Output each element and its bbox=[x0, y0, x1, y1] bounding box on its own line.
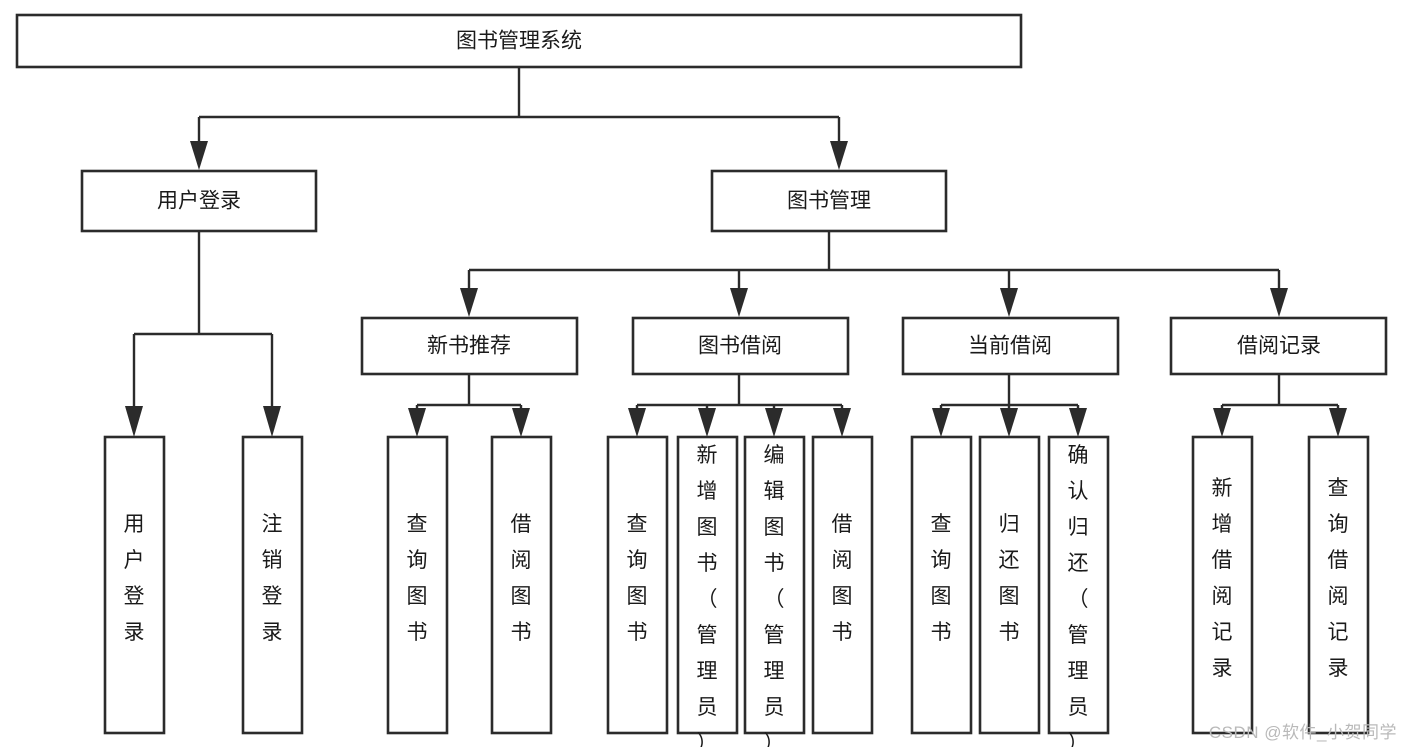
connector-layer bbox=[125, 67, 1347, 437]
arrow-head-borrow-record bbox=[1270, 288, 1288, 317]
node-leaf-user-login[interactable]: 用户登录 bbox=[103, 435, 166, 735]
connector-borrow-record-to-leaves bbox=[1220, 375, 1340, 412]
node-leaf-return-book-label: 归还图书 bbox=[999, 513, 1020, 644]
node-leaf-query-book-1[interactable]: 查询图书 bbox=[386, 435, 449, 735]
connector-book-manage-to-level3 bbox=[467, 232, 1281, 292]
node-book-borrow[interactable]: 图书借阅 bbox=[631, 316, 850, 376]
connector-root-to-level2 bbox=[197, 67, 841, 145]
node-leaf-edit-book-box bbox=[743, 435, 806, 735]
node-leaf-query-book-1-label: 查询图书 bbox=[407, 513, 428, 644]
arrow-head-leaf-user-login bbox=[125, 406, 143, 437]
node-current-borrow[interactable]: 当前借阅 bbox=[901, 316, 1120, 376]
node-current-borrow-label: 当前借阅 bbox=[968, 335, 1052, 358]
arrow-head-leaf-borrow-book-1 bbox=[512, 408, 530, 437]
connector-book-borrow-to-leaves bbox=[635, 375, 844, 412]
node-leaf-add-record-label: 新增借阅记录 bbox=[1212, 477, 1233, 680]
node-leaf-borrow-book-1[interactable]: 借阅图书 bbox=[490, 435, 553, 735]
node-leaf-add-record-box bbox=[1191, 435, 1254, 735]
node-leaf-edit-book[interactable]: 编辑图书（管理员） bbox=[743, 435, 806, 747]
arrow-head-leaf-confirm-return bbox=[1069, 408, 1087, 437]
node-leaf-user-login-label: 用户登录 bbox=[124, 513, 145, 644]
node-leaf-query-book-3-label: 查询图书 bbox=[931, 513, 952, 644]
arrow-head-new-book-rec bbox=[460, 288, 478, 317]
node-user-login-box bbox=[80, 169, 318, 233]
node-leaf-query-book-2[interactable]: 查询图书 bbox=[606, 435, 669, 735]
node-root[interactable]: 图书管理系统 bbox=[15, 13, 1023, 69]
arrow-head-user-login bbox=[190, 141, 208, 170]
node-new-book-rec-box bbox=[360, 316, 579, 376]
node-user-login-label: 用户登录 bbox=[157, 190, 241, 213]
node-leaf-logout-login[interactable]: 注销登录 bbox=[241, 435, 304, 735]
node-leaf-confirm-return-label: 确认归还（管理员） bbox=[1068, 444, 1089, 747]
node-leaf-query-record-box bbox=[1307, 435, 1370, 735]
node-book-borrow-box bbox=[631, 316, 850, 376]
node-leaf-query-record[interactable]: 查询借阅记录 bbox=[1307, 435, 1370, 735]
node-leaf-borrow-book-2-box bbox=[811, 435, 874, 735]
arrow-head-leaf-borrow-book-2 bbox=[833, 408, 851, 437]
arrow-head-leaf-query-book-3 bbox=[932, 408, 950, 437]
node-root-box bbox=[15, 13, 1023, 69]
arrow-head-leaf-edit-book bbox=[765, 408, 783, 437]
node-leaf-return-book-box bbox=[978, 435, 1041, 735]
node-leaf-query-record-label: 查询借阅记录 bbox=[1328, 477, 1349, 680]
node-leaf-add-book[interactable]: 新增图书（管理员） bbox=[676, 435, 739, 747]
node-leaf-query-book-2-box bbox=[606, 435, 669, 735]
node-leaf-return-book[interactable]: 归还图书 bbox=[978, 435, 1041, 735]
node-leaf-borrow-book-2[interactable]: 借阅图书 bbox=[811, 435, 874, 735]
node-user-login[interactable]: 用户登录 bbox=[80, 169, 318, 233]
node-leaf-query-book-3[interactable]: 查询图书 bbox=[910, 435, 973, 735]
arrow-head-leaf-logout-login bbox=[263, 406, 281, 437]
arrow-head-leaf-query-record bbox=[1329, 408, 1347, 437]
arrow-head-current-borrow bbox=[1000, 288, 1018, 317]
node-leaf-confirm-return[interactable]: 确认归还（管理员） bbox=[1047, 435, 1110, 747]
node-borrow-record-label: 借阅记录 bbox=[1237, 335, 1321, 358]
node-leaf-query-book-1-box bbox=[386, 435, 449, 735]
node-book-manage-label: 图书管理 bbox=[787, 190, 871, 213]
node-leaf-user-login-box bbox=[103, 435, 166, 735]
arrow-head-book-borrow bbox=[730, 288, 748, 317]
node-leaf-logout-login-box bbox=[241, 435, 304, 735]
arrow-head-leaf-add-record bbox=[1213, 408, 1231, 437]
node-leaf-confirm-return-box bbox=[1047, 435, 1110, 735]
node-borrow-record[interactable]: 借阅记录 bbox=[1169, 316, 1388, 376]
node-leaf-borrow-book-2-label: 借阅图书 bbox=[832, 513, 853, 644]
connector-new-book-rec-to-leaves bbox=[415, 375, 523, 412]
node-book-borrow-label: 图书借阅 bbox=[698, 335, 782, 358]
node-leaf-query-book-2-label: 查询图书 bbox=[627, 513, 648, 644]
node-leaf-query-book-3-box bbox=[910, 435, 973, 735]
node-leaf-add-record[interactable]: 新增借阅记录 bbox=[1191, 435, 1254, 735]
node-leaf-add-book-label: 新增图书（管理员） bbox=[697, 444, 718, 747]
node-leaf-add-book-box bbox=[676, 435, 739, 735]
node-leaf-logout-login-label: 注销登录 bbox=[262, 513, 283, 644]
node-leaf-edit-book-label: 编辑图书（管理员） bbox=[764, 444, 785, 747]
watermark: CSDN @软件_小贺同学 bbox=[1208, 723, 1397, 742]
node-new-book-rec-label: 新书推荐 bbox=[427, 335, 511, 358]
arrow-head-leaf-query-book-1 bbox=[408, 408, 426, 437]
node-root-label: 图书管理系统 bbox=[456, 30, 582, 53]
connector-user-login-to-leaves bbox=[132, 232, 274, 410]
node-new-book-rec[interactable]: 新书推荐 bbox=[360, 316, 579, 376]
arrow-head-leaf-add-book bbox=[698, 408, 716, 437]
node-borrow-record-box bbox=[1169, 316, 1388, 376]
arrow-head-leaf-return-book bbox=[1000, 408, 1018, 437]
node-book-manage[interactable]: 图书管理 bbox=[710, 169, 948, 233]
node-leaf-borrow-book-1-label: 借阅图书 bbox=[511, 513, 532, 644]
arrow-head-book-manage bbox=[830, 141, 848, 170]
node-leaf-borrow-book-1-box bbox=[490, 435, 553, 735]
connector-current-borrow-to-leaves bbox=[939, 375, 1080, 412]
node-book-manage-box bbox=[710, 169, 948, 233]
node-current-borrow-box bbox=[901, 316, 1120, 376]
arrow-head-leaf-query-book-2 bbox=[628, 408, 646, 437]
